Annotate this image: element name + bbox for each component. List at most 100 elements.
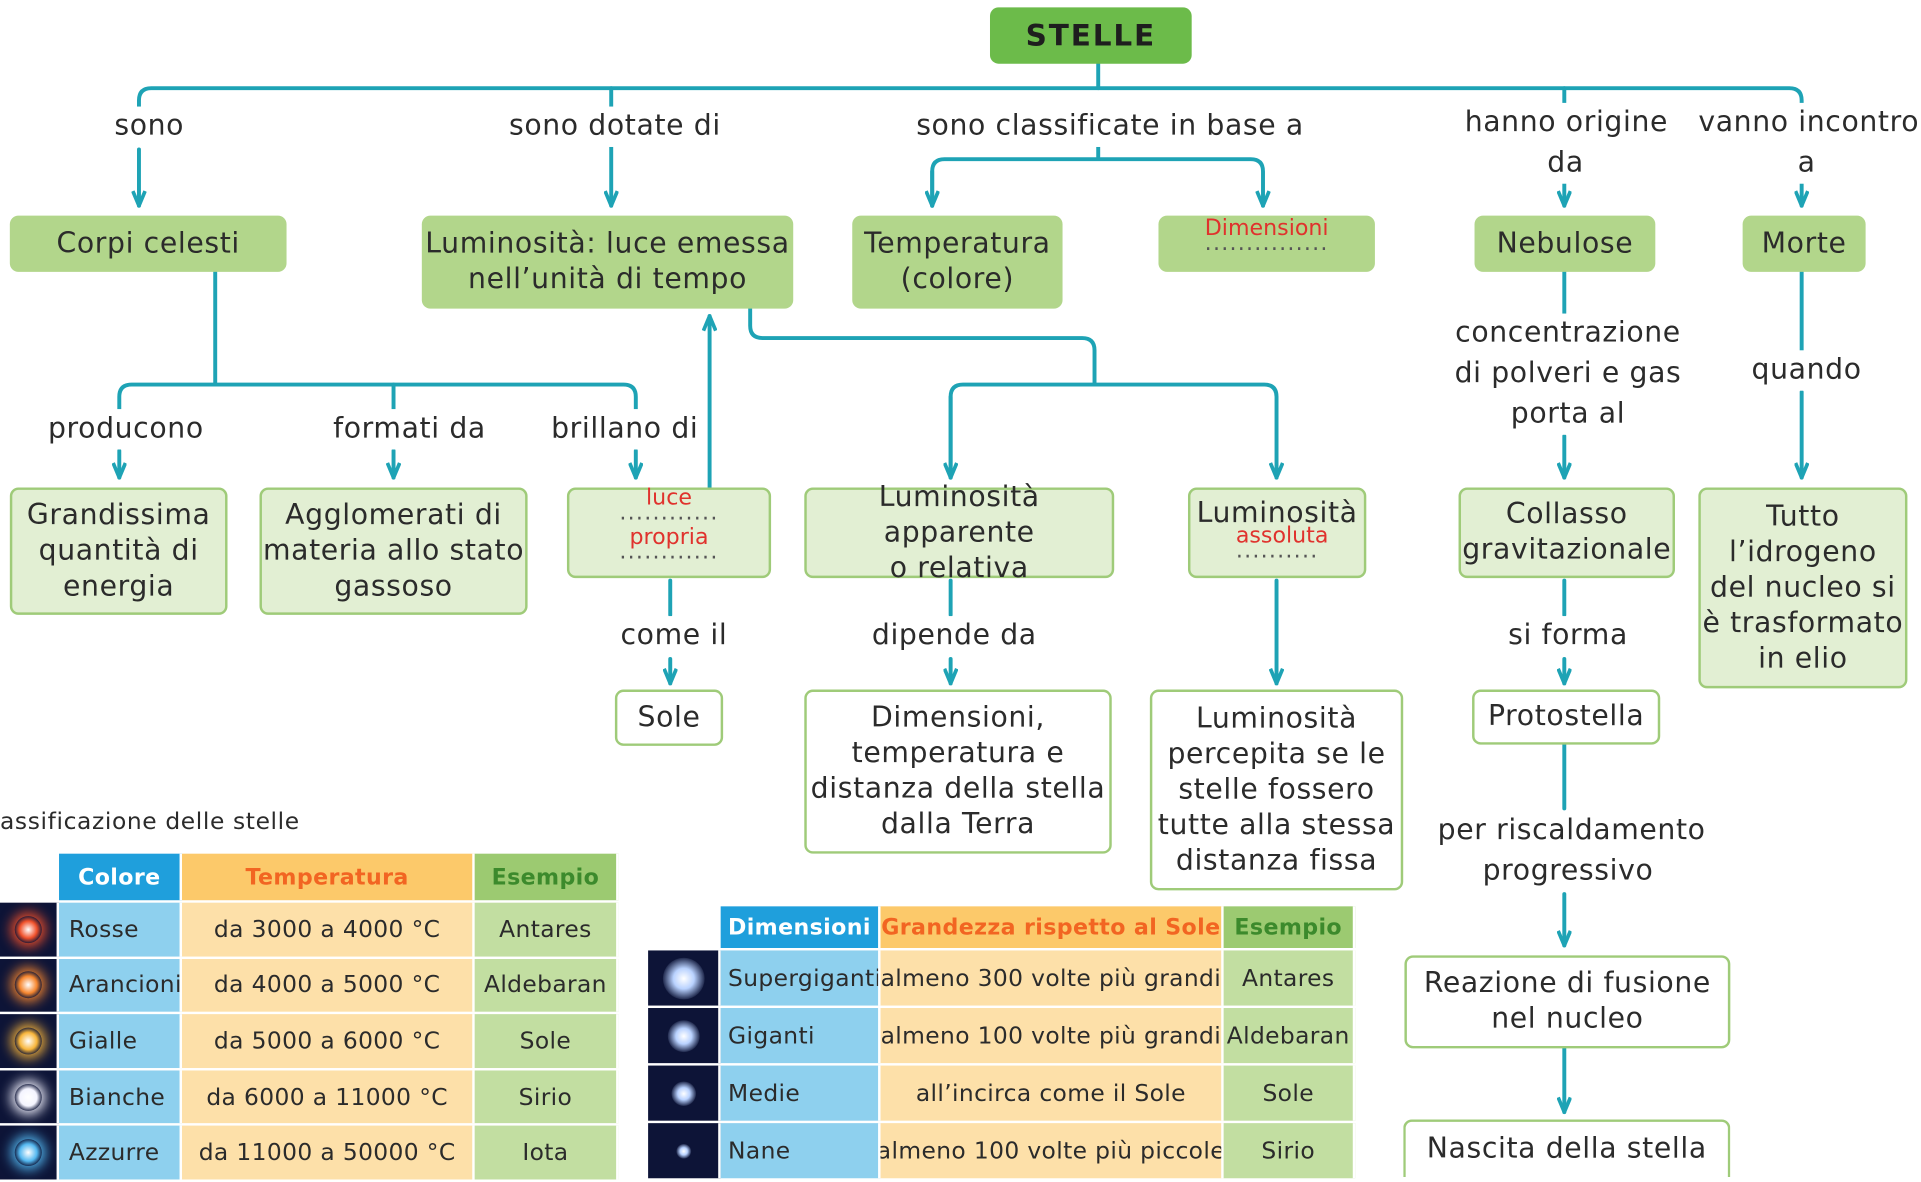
size-classification-table: Dimensioni Grandezza rispetto al Sole Es… xyxy=(648,906,1356,1181)
node-text-line: Agglomerati di xyxy=(285,499,502,531)
node-text-line: nel nucleo xyxy=(1491,1003,1644,1035)
cell-dimensioni: Supergiganti xyxy=(720,950,881,1006)
star-icon xyxy=(675,1143,691,1159)
star-icon xyxy=(14,1083,42,1111)
node-text-line: nell’unità di tempo xyxy=(468,263,748,296)
header-grandezza: Grandezza rispetto al Sole xyxy=(880,906,1224,948)
cell-colore: Gialle xyxy=(59,1014,183,1068)
star-icon xyxy=(14,971,42,999)
node-text-line: Collasso xyxy=(1505,498,1628,531)
cell-colore: Arancioni xyxy=(59,958,183,1012)
node-text-line: (colore) xyxy=(900,263,1015,296)
link-label-come-il: come il xyxy=(609,616,738,657)
star-thumbnail xyxy=(648,950,721,1006)
link-label-vanno-incontro: vanno incontro a xyxy=(1694,102,1920,184)
table-corner xyxy=(648,906,721,948)
cell-esempio: Sirio xyxy=(1223,1123,1356,1179)
cell-colore: Bianche xyxy=(59,1070,183,1124)
handwritten-answer: assoluta xyxy=(1235,522,1329,549)
node-nascita-stella: Nascita della stella xyxy=(1403,1119,1731,1178)
node-luminosita-apparente: Luminosità apparente o relativa xyxy=(804,481,1115,584)
link-label-dipende-da: dipende da xyxy=(862,616,1047,657)
node-text-line: quantità di xyxy=(38,534,199,567)
cell-temperatura: da 4000 a 5000 °C xyxy=(182,958,475,1012)
star-thumbnail xyxy=(648,1123,721,1179)
node-protostella: Protostella xyxy=(1472,689,1661,745)
node-text-line: Dimensioni, xyxy=(871,701,1046,734)
table-corner xyxy=(0,853,60,901)
node-text-line: gravitazionale xyxy=(1462,534,1672,566)
node-text-line: tutte alla stessa xyxy=(1157,808,1396,841)
node-text-line: Reazione di fusione xyxy=(1423,967,1711,1000)
fill-blank: luce ............ xyxy=(619,485,718,533)
node-text-line: Tutto xyxy=(1766,500,1840,533)
node-text-line: Grandissima xyxy=(26,499,211,531)
fill-blank: Dimensioni ............... xyxy=(1205,216,1329,263)
cell-colore: Azzurre xyxy=(59,1126,183,1180)
star-icon xyxy=(14,915,42,943)
fill-blank: propria ............ xyxy=(619,524,718,572)
cell-esempio: Iota xyxy=(474,1126,619,1180)
node-corpi-celesti: Corpi celesti xyxy=(9,215,287,272)
link-label-line: porta al xyxy=(1510,398,1626,430)
link-label-formati-da: formati da xyxy=(327,409,492,450)
dotted-line: .......... xyxy=(1235,537,1319,563)
node-text-line: temperatura e xyxy=(851,737,1065,770)
link-label-quando: quando xyxy=(1746,350,1867,391)
link-label-line: a xyxy=(1797,146,1816,179)
node-text-line: materia allo stato xyxy=(262,534,525,567)
star-thumbnail xyxy=(0,1126,60,1180)
node-energia: Grandissima quantità di energia xyxy=(9,487,228,615)
node-idrogeno-elio: Tutto l’idrogeno del nucleo si è trasfor… xyxy=(1698,487,1908,689)
header-temperatura: Temperatura xyxy=(182,853,475,901)
cell-dimensioni: Medie xyxy=(720,1065,881,1121)
star-icon xyxy=(14,1027,42,1055)
node-reazione-fusione: Reazione di fusione nel nucleo xyxy=(1404,955,1731,1049)
cell-colore: Rosse xyxy=(59,902,183,957)
link-label-brillano-di: brillano di xyxy=(542,409,708,450)
node-text-line: dalla Terra xyxy=(880,808,1036,841)
cell-esempio: Antares xyxy=(474,902,619,957)
link-label-sono-classificate: sono classificate in base a xyxy=(912,106,1303,147)
cell-grandezza: almeno 100 volte più grandi xyxy=(880,1008,1224,1064)
table-header-row: Dimensioni Grandezza rispetto al Sole Es… xyxy=(648,906,1356,951)
cell-dimensioni: Giganti xyxy=(720,1008,881,1064)
node-text-line: del nucleo si xyxy=(1709,571,1896,604)
star-thumbnail xyxy=(0,1014,60,1068)
link-label-sono-dotate-di: sono dotate di xyxy=(504,106,726,147)
root-node-stelle: STELLE xyxy=(989,7,1192,64)
cell-esempio: Sole xyxy=(474,1014,619,1068)
link-label-concentrazione: concentrazione di polveri e gas porta al xyxy=(1446,313,1690,435)
cell-grandezza: all’incirca come il Sole xyxy=(880,1065,1224,1121)
link-label-line: per riscaldamento xyxy=(1437,814,1706,847)
handwritten-answer: propria xyxy=(629,524,709,550)
node-nebulose: Nebulose xyxy=(1474,215,1656,272)
link-label-line: concentrazione xyxy=(1455,317,1681,350)
node-text-line: percepita se le xyxy=(1167,737,1386,770)
table-caption: assificazione delle stelle xyxy=(0,808,300,836)
cell-esempio: Sirio xyxy=(474,1070,619,1124)
node-text-line: Luminosità xyxy=(1196,496,1358,529)
cell-temperatura: da 6000 a 11000 °C xyxy=(182,1070,475,1124)
cell-esempio: Sole xyxy=(1223,1065,1356,1121)
node-text-line: distanza fissa xyxy=(1175,844,1378,877)
link-label-line: vanno incontro xyxy=(1698,106,1920,139)
node-luminosita-percepita: Luminosità percepita se le stelle fosser… xyxy=(1149,689,1404,891)
link-label-line: di polveri e gas xyxy=(1454,357,1682,390)
header-esempio: Esempio xyxy=(1223,906,1356,948)
link-label-line: hanno origine xyxy=(1464,106,1669,139)
node-text-line: stelle fossero xyxy=(1178,773,1375,806)
link-label-sono: sono xyxy=(110,106,187,147)
handwritten-answer: Dimensioni xyxy=(1204,215,1329,242)
node-text-line: l’idrogeno xyxy=(1729,535,1877,568)
cell-temperatura: da 5000 a 6000 °C xyxy=(182,1014,475,1068)
